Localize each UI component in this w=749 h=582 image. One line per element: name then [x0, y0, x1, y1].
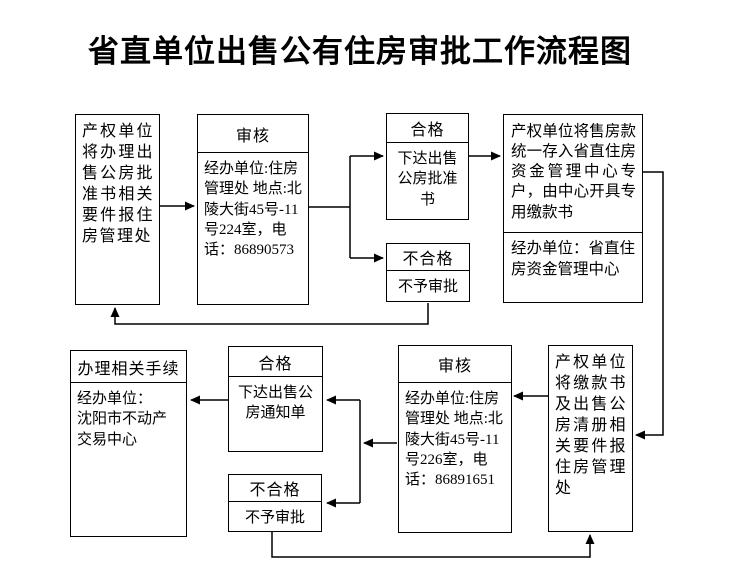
- box-header: 合格: [229, 347, 322, 377]
- box-header: 不合格: [387, 244, 469, 271]
- box-header: 审核: [198, 115, 308, 153]
- box-body: 不予审批: [244, 510, 305, 526]
- connector-b9-branch: [326, 395, 397, 508]
- agency-line: 经办单位:住房管理处: [405, 391, 500, 428]
- box-qualified-top: 合格 下达出售公房批准书: [386, 113, 469, 220]
- box-deposit-funds: 产权单位将售房款统一存入省直住房资金管理中心专户，由中心开具专用缴款书 经办单位…: [503, 114, 643, 303]
- box-header: 办理相关手续: [71, 351, 186, 383]
- arrow-b5-feedback-to-b1: [110, 303, 429, 325]
- arrow-b4-to-b10: [635, 171, 664, 440]
- box-review-top: 审核 经办单位:住房管理处 地点:北陵大街45号-11号224室，电话：8689…: [197, 114, 309, 305]
- box-submit-approval-documents: 产权单位将办理出售公房批准书相关要件报住房管理处: [75, 114, 160, 305]
- address-line: 地点:北陵大街45号-11号224室，电话：86890573: [204, 181, 302, 258]
- box-unqualified-bottom: 不合格 不予审批: [228, 474, 322, 532]
- box-header: 审核: [399, 346, 511, 383]
- connector-b2-branch: [309, 151, 384, 263]
- box-body: 经办单位:住房管理处 地点:北陵大街45号-11号224室，电话：8689057…: [198, 153, 308, 260]
- agency-line: 经办单位:住房管理处: [204, 161, 299, 198]
- agency-label: 经办单位：: [77, 391, 153, 407]
- box-handle-procedures: 办理相关手续 经办单位： 沈阳市不动产交易中心: [70, 350, 187, 537]
- box-submit-payment-documents: 产权单位将缴款书及出售公房清册相关要件报住房管理处: [548, 345, 633, 532]
- box-body: 经办单位： 沈阳市不动产交易中心: [71, 383, 186, 450]
- box-body: 不予审批: [397, 279, 458, 295]
- address-line: 地点:北陵大街45号-11号226室，电话：86891651: [405, 411, 503, 488]
- box-header: 合格: [387, 114, 468, 143]
- box-header: 不合格: [229, 475, 321, 502]
- box-body: 经办单位:住房管理处 地点:北陵大街45号-11号226室，电话：8689165…: [399, 383, 511, 490]
- agency-line: 经办单位：省直住房资金管理中心: [511, 240, 636, 278]
- box-body: 下达出售公房通知单: [237, 385, 313, 422]
- page-title: 省直单位出售公有住房审批工作流程图: [88, 34, 632, 69]
- box-body: 下达出售公房批准书: [397, 151, 458, 208]
- box-unqualified-top: 不合格 不予审批: [386, 243, 470, 302]
- arrow-b8-feedback-to-b10: [271, 532, 595, 558]
- deposit-description: 产权单位将售房款统一存入省直住房资金管理中心专户，由中心开具专用缴款书: [504, 115, 642, 233]
- box-review-bottom: 审核 经办单位:住房管理处 地点:北陵大街45号-11号226室，电话：8689…: [398, 345, 512, 533]
- box-text: 产权单位将办理出售公房批准书相关要件报住房管理处: [82, 123, 154, 245]
- agency-name: 沈阳市不动产交易中心: [77, 411, 168, 448]
- box-text: 产权单位将缴款书及出售公房清册相关要件报住房管理处: [555, 354, 627, 497]
- box-qualified-bottom: 合格 下达出售公房通知单: [228, 346, 323, 452]
